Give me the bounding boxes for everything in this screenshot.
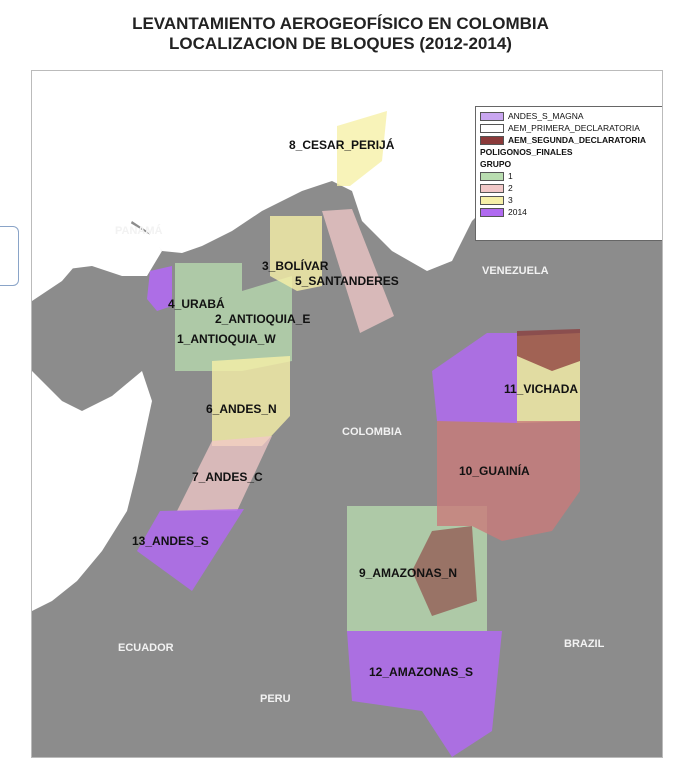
block-label-1-antioquia-w: 1_ANTIOQUIA_W bbox=[177, 332, 276, 346]
legend-swatch bbox=[480, 111, 504, 121]
block-label-6-andes-n: 6_ANDES_N bbox=[206, 402, 277, 416]
legend-label: 2 bbox=[508, 183, 513, 193]
legend-label: 3 bbox=[508, 195, 513, 205]
legend-group-1: 1 bbox=[480, 170, 660, 182]
country-label-brazil: BRAZIL bbox=[564, 638, 605, 650]
legend-label: ANDES_S_MAGNA bbox=[508, 111, 584, 121]
block-12-amazonas-s[interactable] bbox=[347, 631, 502, 757]
map-title: LEVANTAMIENTO AEROGEOFÍSICO EN COLOMBIA … bbox=[0, 14, 681, 54]
block-10-guainia[interactable] bbox=[437, 421, 580, 541]
block-3-bolivar[interactable] bbox=[270, 216, 322, 291]
block-label-9-amazonas-n: 9_AMAZONAS_N bbox=[359, 566, 457, 580]
legend-heading: POLIGONOS_FINALES bbox=[480, 147, 573, 157]
map-legend: ANDES_S_MAGNA AEM_PRIMERA_DECLARATORIA A… bbox=[475, 106, 662, 241]
aem-segunda-vichada bbox=[517, 329, 580, 371]
legend-swatch bbox=[480, 135, 504, 145]
legend-item-aem-segunda: AEM_SEGUNDA_DECLARATORIA bbox=[480, 134, 660, 146]
map-title-line-2: LOCALIZACION DE BLOQUES (2012-2014) bbox=[169, 34, 512, 53]
side-tab-handle[interactable] bbox=[0, 226, 19, 286]
block-1-antioquia-w[interactable] bbox=[175, 263, 242, 371]
legend-label: 2014 bbox=[508, 207, 527, 217]
country-label-peru: PERU bbox=[260, 693, 291, 705]
country-label-panama: PANAMÁ bbox=[115, 224, 163, 237]
map-title-line-1: LEVANTAMIENTO AEROGEOFÍSICO EN COLOMBIA bbox=[132, 14, 549, 33]
block-6-andes-n[interactable] bbox=[212, 356, 290, 446]
block-vichada-north-2014[interactable] bbox=[432, 333, 517, 423]
country-label-colombia: COLOMBIA bbox=[342, 426, 402, 438]
country-label-ecuador: ECUADOR bbox=[118, 642, 174, 654]
block-label-10-guainia: 10_GUAINÍA bbox=[459, 463, 530, 478]
block-4-uraba[interactable] bbox=[147, 266, 172, 311]
legend-swatch bbox=[480, 195, 504, 205]
country-label-venezuela: VENEZUELA bbox=[482, 265, 549, 277]
block-label-3-bolivar: 3_BOLÍVAR bbox=[262, 258, 329, 273]
block-8-cesar-perija[interactable] bbox=[337, 111, 387, 186]
block-label-11-vichada: 11_VICHADA bbox=[504, 382, 578, 396]
map-frame[interactable]: PANAMÁ VENEZUELA COLOMBIA ECUADOR BRAZIL… bbox=[31, 70, 663, 758]
legend-swatch bbox=[480, 123, 504, 133]
legend-label: 1 bbox=[508, 171, 513, 181]
block-label-4-uraba: 4_URABÁ bbox=[168, 296, 225, 311]
block-5-santanderes[interactable] bbox=[322, 209, 394, 333]
legend-swatch bbox=[480, 207, 504, 217]
legend-item-andes-s-magna: ANDES_S_MAGNA bbox=[480, 110, 660, 122]
block-label-5-santanderes: 5_SANTANDERES bbox=[295, 274, 399, 288]
legend-group-heading: GRUPO bbox=[480, 159, 512, 169]
legend-label: AEM_PRIMERA_DECLARATORIA bbox=[508, 123, 640, 133]
block-label-12-amazonas-s: 12_AMAZONAS_S bbox=[369, 665, 473, 679]
panama-land bbox=[32, 201, 162, 281]
legend-swatch bbox=[480, 171, 504, 181]
legend-swatch bbox=[480, 183, 504, 193]
legend-group-2014: 2014 bbox=[480, 206, 660, 218]
legend-item-aem-primera: AEM_PRIMERA_DECLARATORIA bbox=[480, 122, 660, 134]
block-label-2-antioquia-e: 2_ANTIOQUIA_E bbox=[215, 312, 310, 326]
legend-label: AEM_SEGUNDA_DECLARATORIA bbox=[508, 135, 647, 145]
block-13-andes-s[interactable] bbox=[137, 509, 244, 591]
aem-segunda-amazonas bbox=[412, 526, 477, 616]
legend-group-2: 2 bbox=[480, 182, 660, 194]
legend-group-3: 3 bbox=[480, 194, 660, 206]
block-label-13-andes-s: 13_ANDES_S bbox=[132, 534, 209, 548]
block-label-7-andes-c: 7_ANDES_C bbox=[192, 470, 263, 484]
pacific-coast-land bbox=[32, 371, 152, 611]
block-label-8-cesar-perija: 8_CESAR_PERIJÁ bbox=[289, 137, 395, 152]
block-7-andes-c[interactable] bbox=[177, 436, 272, 511]
block-2-antioquia-e[interactable] bbox=[242, 276, 292, 371]
